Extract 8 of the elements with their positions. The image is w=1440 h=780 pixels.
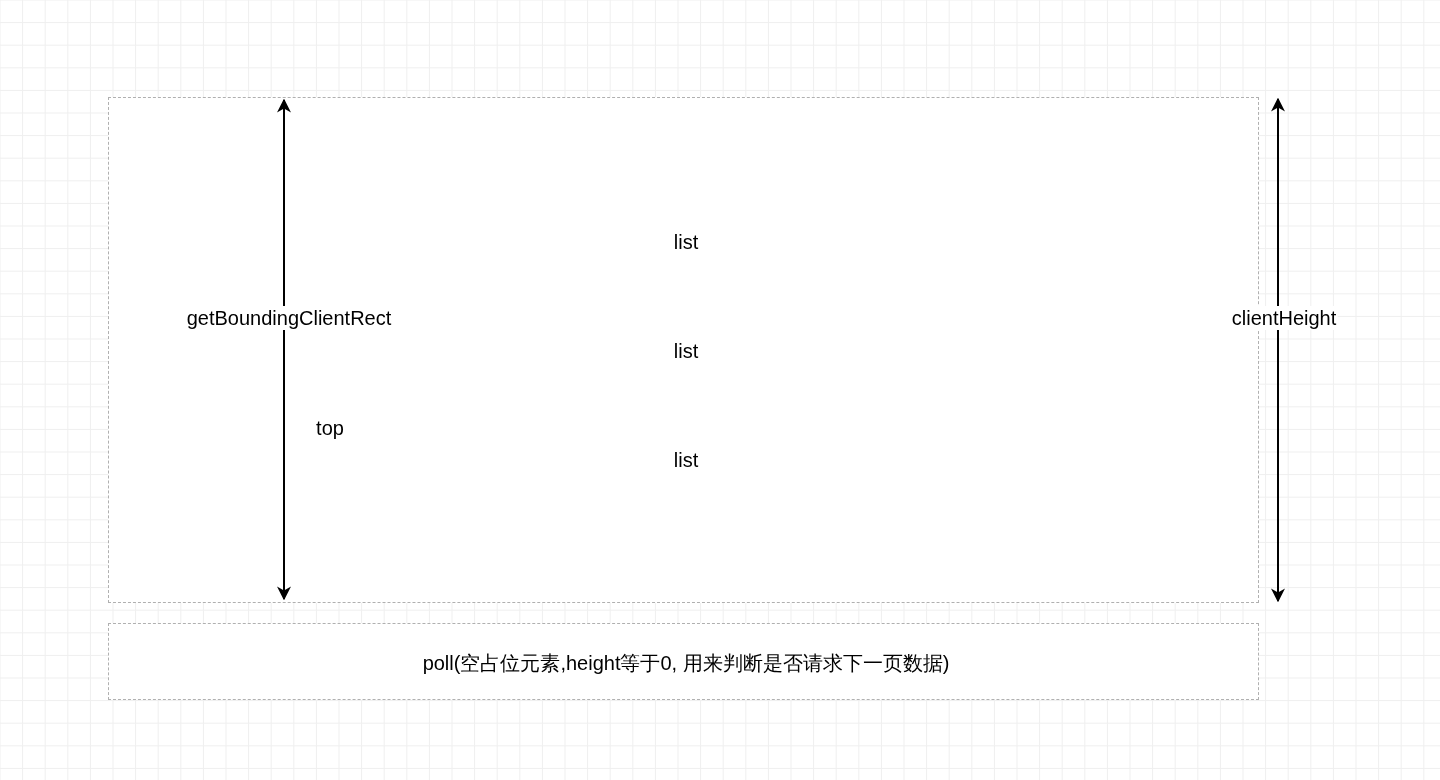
placeholder-box <box>108 623 1259 700</box>
list-item-text: list <box>673 230 699 254</box>
dimension-label: getBoundingClientRect <box>185 306 393 330</box>
dimension-label: top <box>315 416 345 440</box>
dimension-label: clientHeight <box>1230 306 1338 330</box>
placeholder-text: poll(空占位元素,height等于0, 用来判断是否请求下一页数据) <box>422 651 950 675</box>
list-item-text: list <box>673 448 699 472</box>
list-item-text: list <box>673 339 699 363</box>
